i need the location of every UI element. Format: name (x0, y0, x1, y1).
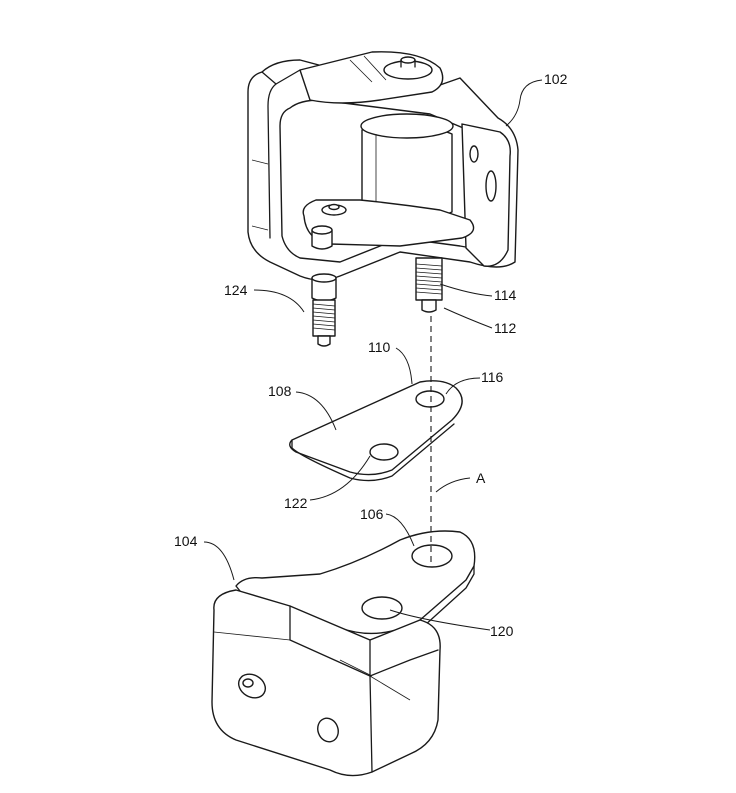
upper-hinge-bracket (247, 51, 519, 281)
ref-116: 116 (481, 369, 504, 385)
threaded-stud-124 (311, 273, 337, 347)
lower-hinge-bracket (211, 530, 476, 777)
threaded-stud-114 (415, 257, 443, 313)
ref-112: 112 (494, 320, 517, 336)
ref-108: 108 (268, 383, 292, 399)
ref-124: 124 (224, 282, 248, 298)
ref-102: 102 (544, 71, 568, 87)
ref-110: 110 (368, 339, 391, 355)
ref-120: 120 (490, 623, 514, 639)
reference-numerals: 102 124 114 112 110 116 108 A 122 106 10… (174, 71, 568, 639)
ref-122: 122 (284, 495, 308, 511)
ref-104: 104 (174, 533, 198, 549)
ref-106: 106 (360, 506, 384, 522)
ref-114: 114 (494, 287, 517, 303)
spacer-plate (289, 380, 463, 482)
axis-a-label: A (476, 470, 486, 486)
leader-lines (203, 79, 543, 631)
